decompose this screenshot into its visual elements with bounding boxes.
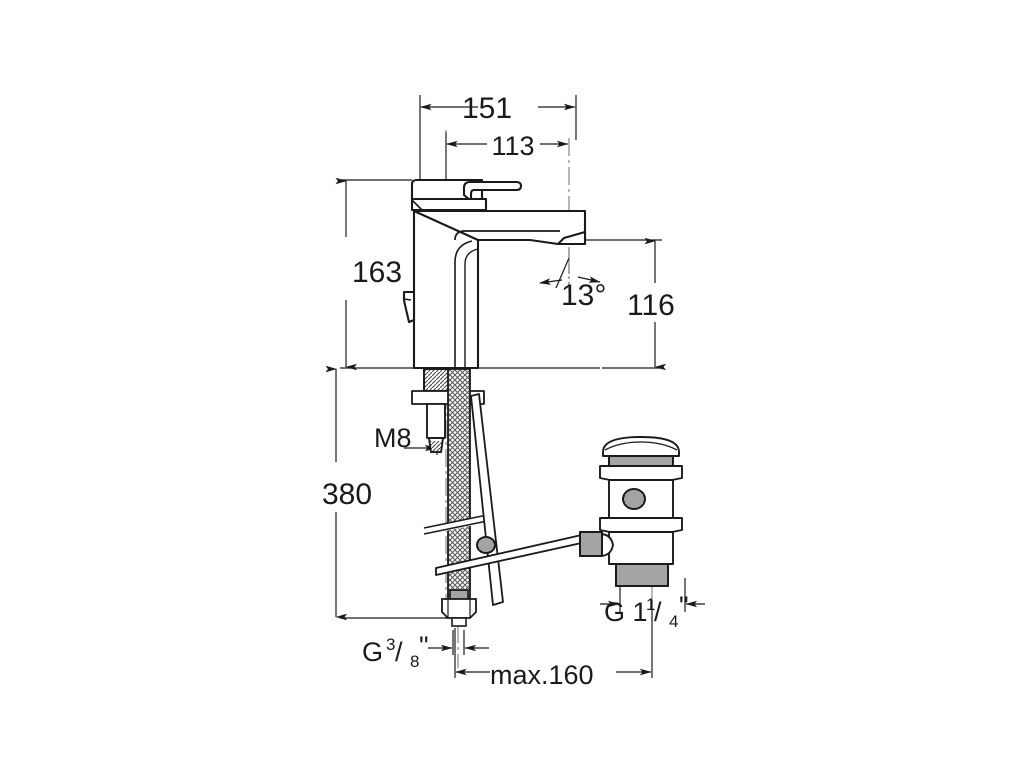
waste-lower-barrel [608, 531, 674, 565]
stud-thread-hatch [430, 441, 442, 452]
body-bore-line-2 [464, 248, 479, 368]
label-g38-g: G [362, 637, 383, 667]
label-g38-numerator: 3 [386, 635, 395, 654]
linkage-pivot-knob-outline [476, 536, 496, 554]
waste-outlet-thread-outline [615, 563, 669, 587]
label-151: 151 [462, 92, 512, 125]
label-g114-denominator: 4 [669, 612, 678, 631]
label-163: 163 [352, 256, 402, 289]
mounting-stud-nut-outline [428, 437, 444, 453]
hose-ferrule [449, 589, 469, 600]
waste-outlet-thread [615, 563, 669, 587]
spout-tip-chamfer [556, 230, 587, 246]
angle-arrow-left [539, 278, 563, 285]
waste-upper-flange [599, 465, 683, 481]
angle-arrow-right [577, 276, 601, 283]
label-g114-slash: / [654, 597, 662, 627]
popup-linkage [435, 393, 587, 606]
handle-bevel [411, 199, 423, 211]
popup-lever-lug-detail [403, 292, 412, 301]
mixer-body [402, 178, 587, 370]
angle-leader-line [555, 257, 570, 289]
lift-rod [470, 393, 504, 606]
handle-base [410, 197, 488, 212]
label-g38-inch: " [419, 631, 429, 661]
label-13-degrees: 13° [561, 279, 606, 312]
waste-side-nut-outline [579, 531, 603, 557]
waste-side-boss [599, 533, 614, 557]
mounting-stud-body [426, 403, 446, 439]
label-g114: G 1 1 / 4 " [604, 591, 689, 631]
dimension-lines [325, 95, 705, 678]
waste-side-nut [579, 531, 603, 557]
supply-thread-tip [451, 617, 467, 627]
label-380: 380 [322, 478, 372, 511]
waste-dome-highlight [604, 441, 678, 451]
label-g38-denominator: 8 [410, 652, 419, 671]
label-116: 116 [627, 289, 675, 322]
label-max-160: max.160 [490, 660, 594, 690]
label-g114-inch: " [679, 591, 689, 621]
waste-dome-cap [602, 436, 680, 457]
waste-overflow-slot-outline [622, 488, 646, 510]
popup-waste [579, 436, 683, 587]
label-113: 113 [491, 131, 534, 161]
label-g38: G 3 / 8 " [362, 631, 429, 671]
body-bore-line [454, 240, 473, 368]
lever-handle [462, 180, 523, 203]
spout-inner-edge [454, 230, 560, 241]
label-g38-slash: / [395, 637, 403, 667]
label-g114-numerator: 1 [646, 595, 655, 614]
waste-lower-flange [599, 517, 683, 533]
stud-edges [426, 404, 446, 438]
label-g114-g: G 1 [604, 597, 648, 627]
hose-break-symbol [423, 513, 493, 535]
label-m8: M8 [374, 423, 412, 453]
waste-cap-ring [608, 455, 674, 467]
supply-connector-nut [441, 598, 477, 619]
flexible-hose [423, 368, 493, 627]
supply-connector-facets [447, 599, 471, 618]
dimension-labels: 151 113 163 116 13° 380 M8 max.160 G 3 /… [322, 92, 689, 690]
